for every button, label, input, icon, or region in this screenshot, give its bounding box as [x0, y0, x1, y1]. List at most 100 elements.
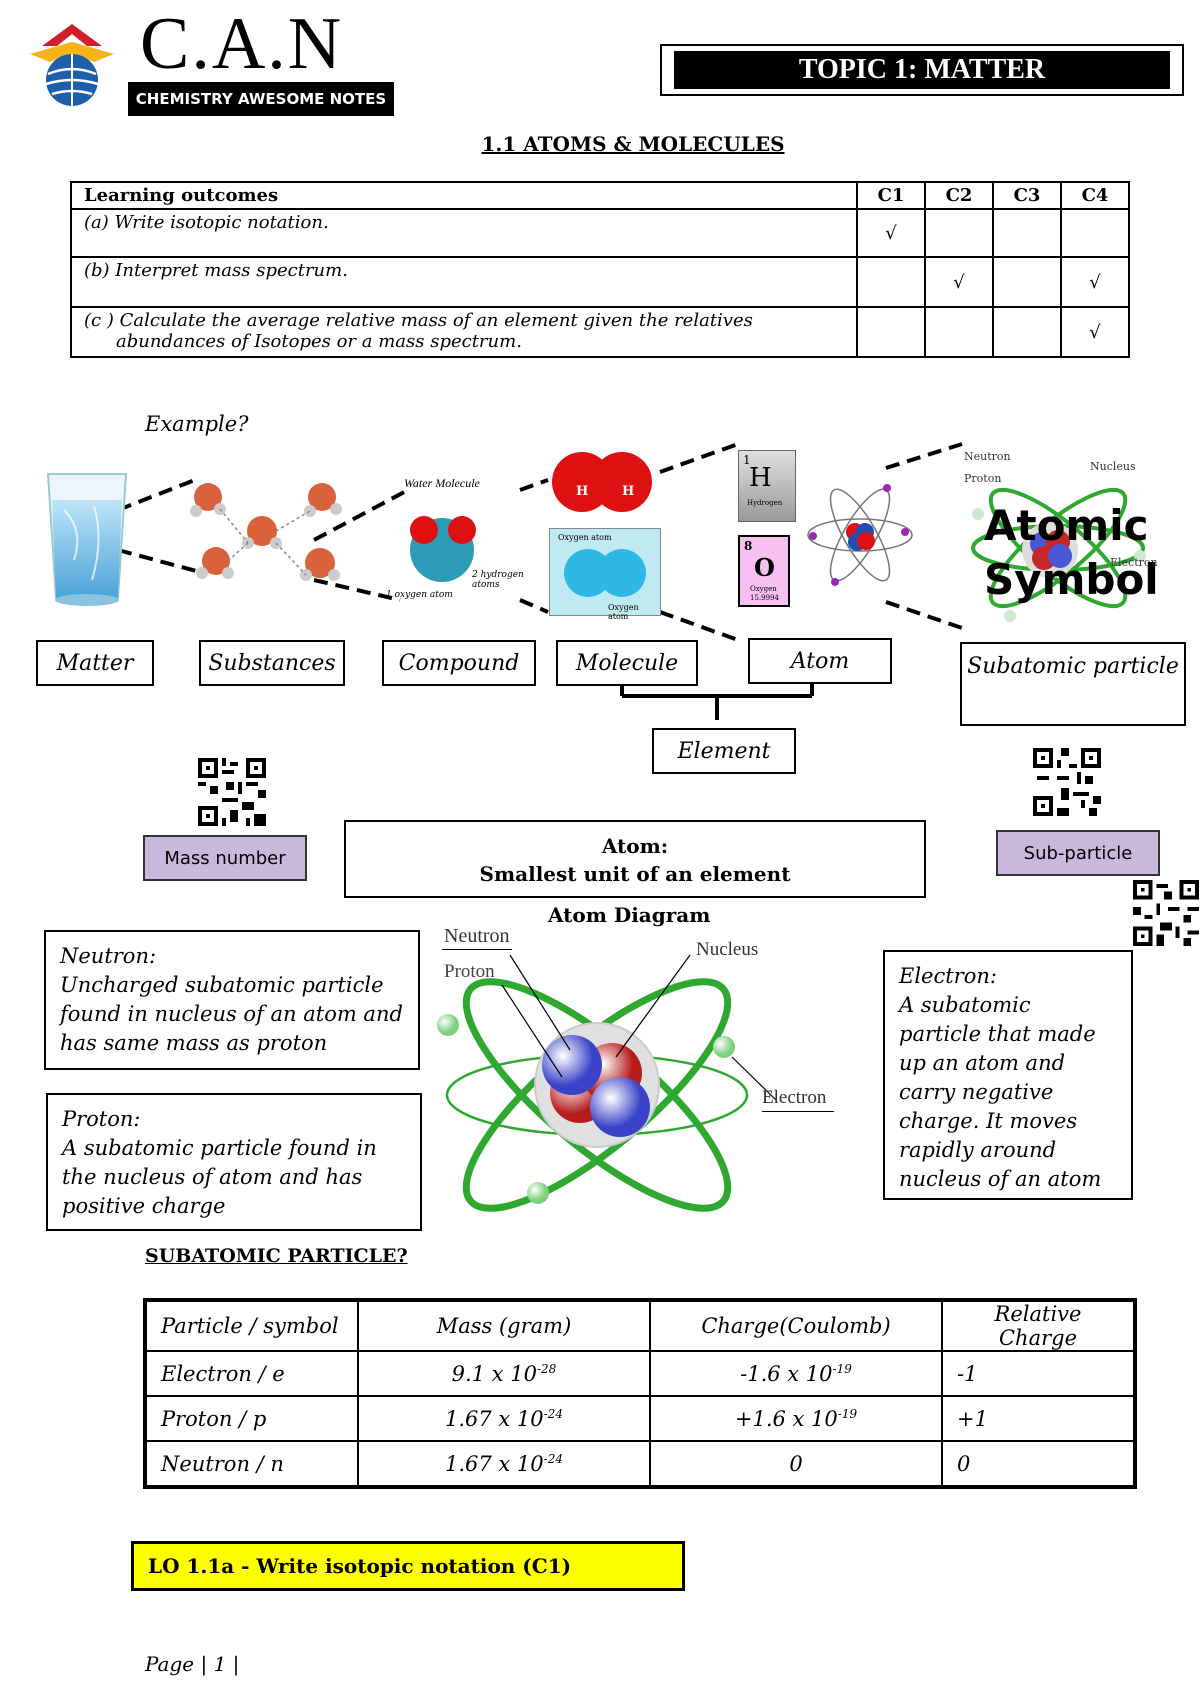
- sub-charge-cell: -1.6 x 10-19: [649, 1350, 943, 1397]
- lo-banner: LO 1.1a - Write isotopic notation (C1): [131, 1541, 685, 1591]
- lo-check: [856, 256, 926, 308]
- diagram-electron-label: Electron: [762, 1087, 827, 1108]
- lo-outcome-line1: (c ) Calculate the average relative mass…: [84, 310, 753, 331]
- lo-row: (b) Interpret mass spectrum. √ √: [70, 256, 1130, 308]
- mass-exponent: -28: [536, 1361, 557, 1376]
- sub-header-particle: Particle / symbol: [144, 1299, 359, 1352]
- o-tile-symbol: O: [754, 553, 775, 582]
- water-molecule-compound-image: Water Molecule 1 oxygen atom 2 hydrogen …: [380, 476, 540, 608]
- mass-exponent: -24: [543, 1406, 563, 1421]
- atom-definition-text: Smallest unit of an element: [479, 862, 791, 886]
- h-right-label: H: [622, 484, 635, 499]
- topic-title: TOPIC 1: MATTER: [674, 51, 1170, 89]
- charge-base: 0: [789, 1451, 803, 1476]
- o-tile-mass: 15.9994: [750, 594, 779, 602]
- oxygen-tile-image: 8 O Oxygen 15.9994: [738, 535, 790, 607]
- diagram-neutron-label: Neutron: [444, 925, 510, 947]
- logo-text: C.A.N: [140, 3, 344, 85]
- subatomic-particle-text: Subatomic particle: [967, 654, 1179, 679]
- sub-relative-cell: 0: [941, 1440, 1136, 1488]
- lo-outcome-line2: abundances of Isotopes or a mass spectru…: [116, 331, 522, 352]
- water-molecules-image: [180, 475, 360, 595]
- sub-header-relative: Relative Charge: [941, 1299, 1136, 1352]
- hydrogen-molecule-image: H H: [548, 450, 658, 518]
- mass-exponent: -24: [543, 1451, 563, 1466]
- sub-particle-qr-label[interactable]: Sub-particle: [996, 830, 1160, 876]
- sub-header-charge: Charge(Coulomb): [649, 1299, 943, 1352]
- section-title: 1.1 ATOMS & MOLECULES: [481, 132, 785, 156]
- learning-outcomes-table: Learning outcomes C1 C2 C3 C4 (a) Write …: [70, 181, 1130, 358]
- matter-label: Matter: [36, 640, 154, 686]
- compound-label: Compound: [382, 640, 536, 686]
- electron-definition-box: Electron: A subatomic particle that made…: [883, 950, 1133, 1200]
- atom-diagram-title: Atom Diagram: [548, 903, 711, 927]
- subatomic-heading: SUBATOMIC PARTICLE?: [145, 1245, 408, 1267]
- mass-base: 9.1 x 10: [451, 1361, 537, 1386]
- o-tile-name: Oxygen: [750, 585, 777, 593]
- example-label: Example?: [145, 412, 249, 436]
- proton-definition-text: A subatomic particle found in the nucleu…: [62, 1136, 377, 1218]
- oxygen-molecule-image: Oxygen atom Oxygen atom: [549, 528, 661, 621]
- neutron-definition-title: Neutron:: [60, 944, 157, 968]
- lo-check: √: [924, 256, 994, 308]
- oxygen-atom-top-caption: Oxygen atom: [558, 533, 612, 542]
- atomic-neutron-tag: Neutron: [964, 450, 1011, 463]
- lo-check: [992, 208, 1062, 258]
- subatomic-particle-label: Subatomic particle: [960, 642, 1186, 726]
- hydrogen-atoms-caption: 2 hydrogen atoms: [472, 570, 524, 590]
- lo-header-outcomes: Learning outcomes: [70, 181, 858, 210]
- qr-code-sub-particle[interactable]: [1033, 748, 1101, 816]
- table-row: Electron / e 9.1 x 10-28 -1.6 x 10-19 -1: [144, 1350, 1136, 1397]
- lo-outcome-text: (b) Interpret mass spectrum.: [70, 256, 858, 308]
- atom-definition-title: Atom:: [601, 834, 669, 858]
- charge-exponent: -19: [832, 1361, 852, 1376]
- lo-header-c4: C4: [1060, 181, 1130, 210]
- diagram-proton-label: Proton: [444, 961, 495, 982]
- hydrogen-tile-image: 1 H Hydrogen: [738, 450, 796, 522]
- substances-label: Substances: [199, 640, 345, 686]
- lo-check: [924, 306, 994, 358]
- atomic-symbol-line2: Symbol: [984, 555, 1159, 604]
- lo-row: (c ) Calculate the average relative mass…: [70, 306, 1130, 358]
- diagram-neutron-underline: [442, 949, 512, 950]
- sub-charge-cell: +1.6 x 10-19: [649, 1395, 943, 1442]
- electron-definition-text: A subatomic particle that made up an ato…: [899, 993, 1102, 1191]
- lo-header-c3: C3: [992, 181, 1062, 210]
- atom-label: Atom: [748, 638, 892, 684]
- lo-header-c2: C2: [924, 181, 994, 210]
- lo-check: [856, 306, 926, 358]
- charge-base: +1.6 x 10: [734, 1406, 838, 1431]
- element-label: Element: [652, 728, 796, 774]
- sub-mass-cell: 1.67 x 10-24: [357, 1440, 651, 1488]
- lo-check: √: [1060, 256, 1130, 308]
- proton-definition-title: Proton:: [62, 1107, 141, 1131]
- atomic-electron-tag: Electron: [1110, 556, 1158, 569]
- atomic-nucleus-tag: Nucleus: [1090, 460, 1136, 473]
- sub-charge-cell: 0: [649, 1440, 943, 1488]
- sub-relative-cell: +1: [941, 1395, 1136, 1442]
- lo-outcome-text: (c ) Calculate the average relative mass…: [70, 306, 858, 358]
- mass-base: 1.67 x 10: [444, 1406, 544, 1431]
- atomic-symbol-line1: Atomic: [984, 501, 1149, 550]
- lo-check: [992, 306, 1062, 358]
- atom-definition-box: Atom: Smallest unit of an element: [344, 820, 926, 898]
- qr-code-electron[interactable]: [1133, 880, 1200, 948]
- sub-header-mass: Mass (gram): [357, 1299, 651, 1352]
- mass-number-qr-label[interactable]: Mass number: [143, 835, 307, 881]
- charge-base: -1.6 x 10: [740, 1361, 833, 1386]
- atom-diagram-image: Neutron Proton Nucleus Electron: [432, 925, 852, 1245]
- subatomic-table: Particle / symbol Mass (gram) Charge(Cou…: [143, 1298, 1137, 1489]
- diagram-electron-underline: [762, 1111, 834, 1112]
- qr-code-mass-number[interactable]: [198, 758, 266, 826]
- oxygen-atom-caption: 1 oxygen atom: [386, 590, 453, 600]
- glass-of-water-image: [44, 470, 130, 608]
- topic-frame: [660, 44, 1184, 96]
- atom-model-image: [805, 470, 915, 600]
- lo-outcome-text: (a) Write isotopic notation.: [70, 208, 858, 258]
- atomic-proton-tag: Proton: [964, 472, 1002, 485]
- lo-check: [992, 256, 1062, 308]
- table-row: Neutron / n 1.67 x 10-24 0 0: [144, 1440, 1136, 1488]
- hierarchy-connectors: [117, 442, 963, 720]
- neutron-definition-box: Neutron: Uncharged subatomic particle fo…: [44, 930, 420, 1070]
- diagram-nucleus-label: Nucleus: [696, 939, 759, 960]
